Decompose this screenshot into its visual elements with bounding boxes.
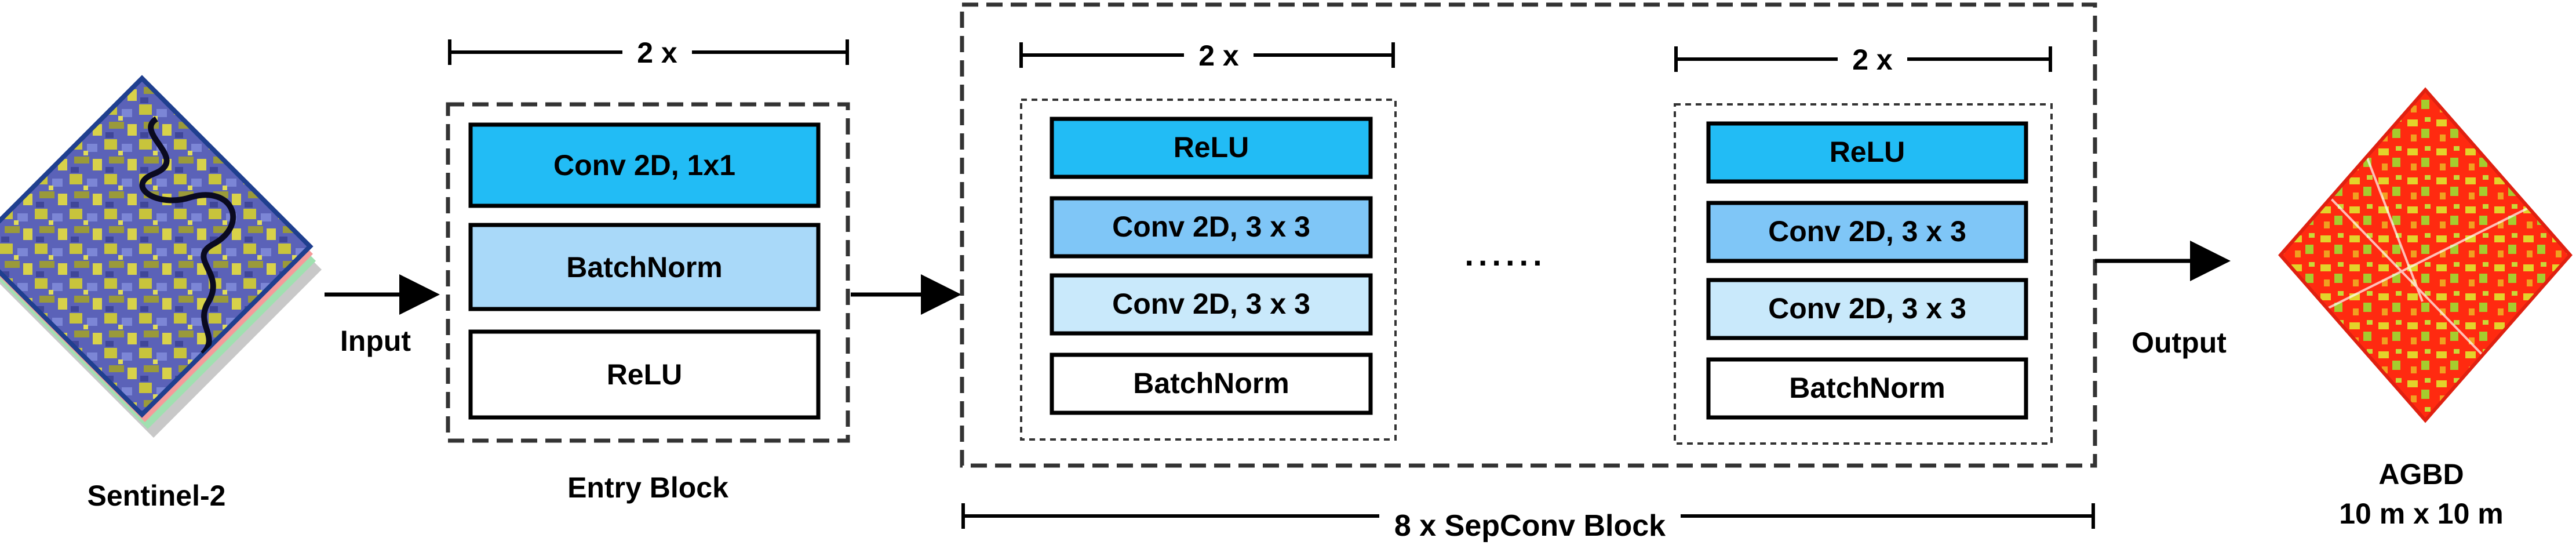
entry-block-repeat-label: 2 x [637,37,677,69]
sepconv-last-repeat-bracket [1674,41,2052,74]
entry-layer-batchnorm: BatchNorm [468,223,821,311]
sepconv-ellipsis: ...... [1464,236,1546,272]
sepconv-last-conv3x3-b-label: Conv 2D, 3 x 3 [1768,292,1966,325]
entry-layer-relu-label: ReLU [607,358,683,391]
sepconv-last-relu: ReLU [1706,121,2028,184]
sepconv-first-conv3x3-a: Conv 2D, 3 x 3 [1050,196,1373,259]
sepconv-last-conv3x3-a-label: Conv 2D, 3 x 3 [1768,215,1966,248]
sepconv-first-relu: ReLU [1050,117,1373,179]
entry-layer-relu: ReLU [468,329,821,420]
sepconv-last-batchnorm-label: BatchNorm [1789,372,1945,404]
sepconv-last-repeat-label: 2 x [1852,43,1893,76]
sentinel-2-image [0,75,322,438]
entry-layer-conv1x1: Conv 2D, 1x1 [468,122,821,208]
sepconv-first-relu-label: ReLU [1174,131,1249,164]
sepconv-block-repeat-bracket [961,500,2095,540]
sepconv-last-conv3x3-a: Conv 2D, 3 x 3 [1706,201,2028,263]
sepconv-last-container [1674,103,2053,445]
sentinel-layer-main [0,75,314,418]
entry-layer-conv1x1-label: Conv 2D, 1x1 [553,149,735,181]
sepconv-block-caption: 8 x SepConv Block [1394,509,1666,543]
entry-block-caption: Entry Block [567,471,728,504]
agbd-map-image [2278,87,2573,423]
sepconv-first-conv3x3-b: Conv 2D, 3 x 3 [1050,273,1373,336]
sepconv-block-container [960,2,2097,468]
input-image-label: Sentinel-2 [88,479,226,512]
sepconv-first-conv3x3-b-label: Conv 2D, 3 x 3 [1112,288,1310,320]
sepconv-last-batchnorm: BatchNorm [1706,357,2028,420]
sepconv-first-container [1020,99,1397,441]
river-icon [139,116,236,356]
entry-layer-batchnorm-label: BatchNorm [566,251,722,284]
sepconv-first-batchnorm-label: BatchNorm [1133,367,1289,399]
sepconv-first-repeat-bracket [1019,37,1395,70]
sepconv-last-conv3x3-b: Conv 2D, 3 x 3 [1706,278,2028,340]
sepconv-first-conv3x3-a-label: Conv 2D, 3 x 3 [1112,210,1310,243]
agbd-label: AGBD [2378,458,2464,490]
output-arrow-label: Output [2132,326,2227,359]
agbd-resolution-label: 10 m x 10 m [2339,497,2504,530]
entry-block-container [446,102,850,443]
sepconv-last-relu-label: ReLU [1830,136,1905,168]
sepconv-first-batchnorm: BatchNorm [1050,353,1373,415]
sepconv-first-repeat-label: 2 x [1198,39,1239,72]
entry-block-repeat-bracket [448,34,849,67]
input-arrow-label: Input [340,325,411,357]
